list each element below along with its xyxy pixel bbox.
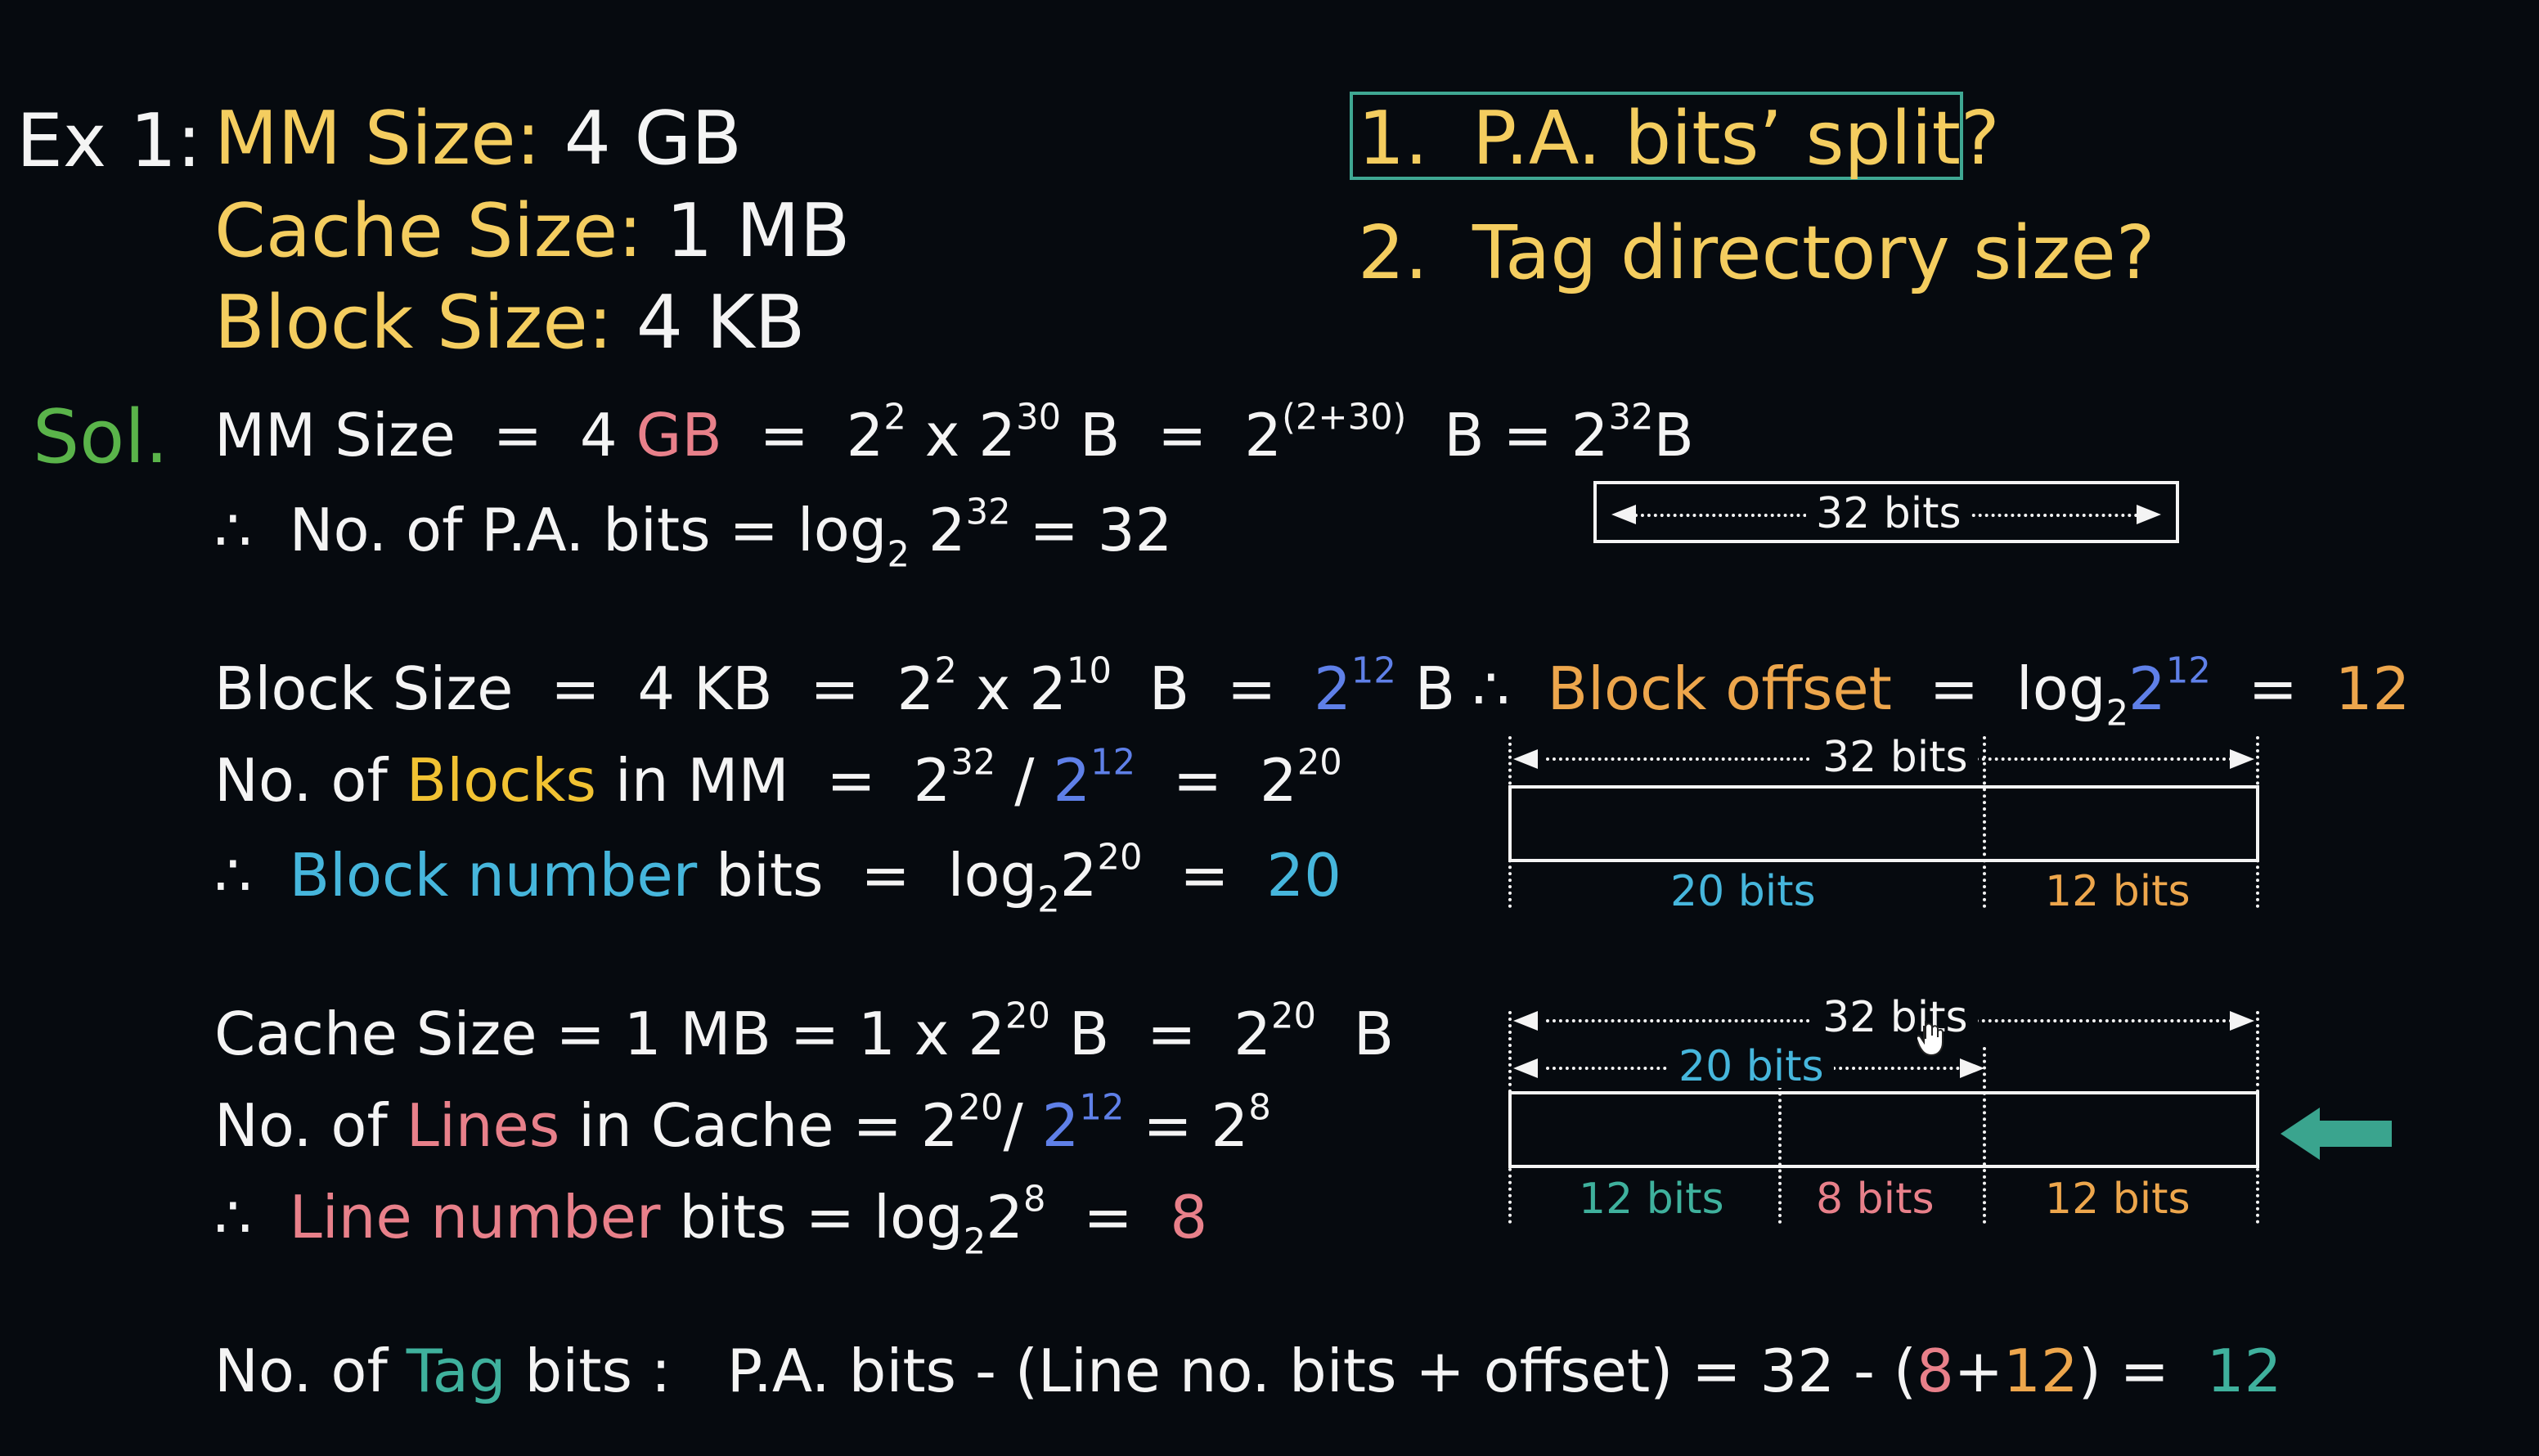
line-field-label: 8 bits xyxy=(1816,1175,1935,1224)
tag-bits-equation: No. of Tag bits : P.A. bits - (Line no. … xyxy=(214,1337,2282,1405)
arrow-right-icon xyxy=(1960,1058,1984,1078)
pa-bits-label: 32 bits xyxy=(1806,492,1971,535)
blocks-in-mm-equation: No. of Blocks in MM = 232 / 212 = 220 xyxy=(214,742,1342,815)
arrow-left-icon xyxy=(1513,749,1538,769)
arrow-right-icon xyxy=(2230,749,2254,769)
pointer-arrow-icon xyxy=(2281,1108,2320,1160)
cache-diagram-inner-label: 20 bits xyxy=(1669,1045,1834,1088)
block-diagram-split-guide xyxy=(1983,736,1986,908)
block-number-bits-equation: ∴ Block number bits = log2220 = 20 xyxy=(214,837,1341,921)
tag-field-label: 12 bits xyxy=(1579,1175,1724,1224)
cache-size-equation: Cache Size = 1 MB = 1 x 220 B = 220 B xyxy=(214,995,1395,1068)
example-label: Ex 1: xyxy=(16,98,202,184)
block-address-box xyxy=(1508,785,2259,862)
pa-bits-equation: ∴ No. of P.A. bits = log2 232 = 32 xyxy=(214,492,1173,576)
mm-size-given: MM Size: 4 GB xyxy=(214,96,742,182)
arrow-right-icon xyxy=(2230,1011,2254,1031)
cache-diagram-tag-guide xyxy=(1778,1080,1782,1224)
cache-diagram-offset-guide xyxy=(1983,1047,1986,1224)
block-size-equation: Block Size = 4 KB = 22 x 210 B = 212 B xyxy=(214,650,1456,723)
cache-size-given: Cache Size: 1 MB xyxy=(214,188,851,274)
offset-field-label: 12 bits xyxy=(2045,1175,2191,1224)
pointer-arrow-shaft xyxy=(2318,1121,2392,1147)
question-2-number: 2. xyxy=(1358,210,1428,296)
pa-bits-width-box xyxy=(1593,481,2179,543)
question-1-highlight-box xyxy=(1350,92,1963,180)
block-diagram-span-label: 32 bits xyxy=(1813,736,1978,779)
question-1-text: P.A. bits’ split? xyxy=(1472,96,2000,182)
lines-in-cache-equation: No. of Lines in Cache = 220/ 212 = 28 xyxy=(214,1087,1271,1160)
solution-label: Sol. xyxy=(33,394,169,480)
arrow-left-icon xyxy=(1611,505,1636,524)
question-1-number: 1. xyxy=(1358,96,1428,182)
arrow-right-icon xyxy=(2137,505,2161,524)
line-number-bits-equation: ∴ Line number bits = log228 = 8 xyxy=(214,1179,1208,1263)
hand-cursor-icon xyxy=(1917,1021,1944,1057)
arrow-left-icon xyxy=(1513,1058,1538,1078)
cache-address-box xyxy=(1508,1091,2259,1168)
block-number-field-label: 20 bits xyxy=(1670,867,1816,916)
block-size-given: Block Size: 4 KB xyxy=(214,280,806,366)
question-2-text: Tag directory size? xyxy=(1472,210,2155,296)
mm-size-equation: MM Size = 4 GB = 22 x 230 B = 2(2+30) B … xyxy=(214,397,1694,470)
block-offset-field-label: 12 bits xyxy=(2045,867,2191,916)
arrow-left-icon xyxy=(1513,1011,1538,1031)
cache-diagram-span-label: 32 bits xyxy=(1813,996,1978,1039)
block-offset-equation: ∴ Block offset = log2212 = 12 xyxy=(1472,650,2411,735)
